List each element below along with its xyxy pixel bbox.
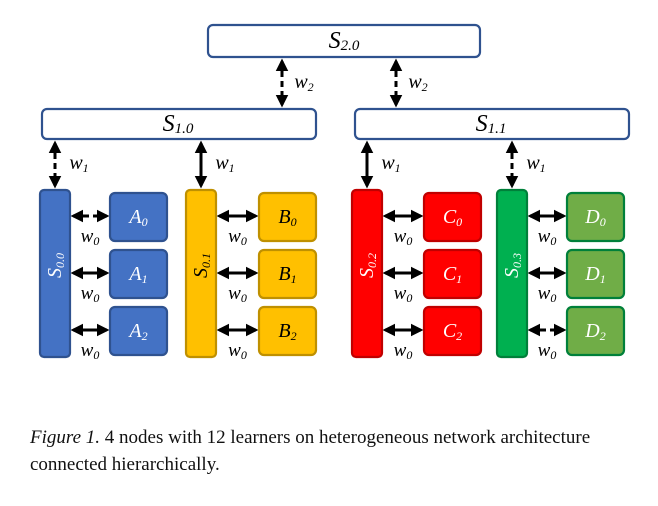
learner-1-0-box <box>257 191 318 243</box>
node-server-2-box <box>350 188 384 359</box>
learner-1-1-label: B1 <box>278 263 296 286</box>
node-server-3-box <box>495 188 529 359</box>
node-server-1-box <box>184 188 218 359</box>
w0-label-3-1: w0 <box>538 283 557 306</box>
w0-label-2-1: w0 <box>394 283 413 306</box>
w1-label-1: w1 <box>215 152 234 175</box>
server-mid-1-box <box>353 107 631 141</box>
learner-3-0-box <box>565 191 626 243</box>
learner-2-0-label: C0 <box>443 206 462 229</box>
learner-0-1-label: A1 <box>127 263 147 286</box>
link-layer <box>48 58 567 337</box>
learner-3-1-label: D1 <box>584 263 605 286</box>
w2-label-0: w2 <box>294 71 313 94</box>
learner-1-2-box <box>257 305 318 357</box>
learner-0-2-label: A2 <box>127 320 147 343</box>
server-s2-0-box <box>206 23 482 59</box>
node-server-0-label: S0.0 <box>44 253 67 278</box>
server-mid-0-box <box>40 107 318 141</box>
w0-label-2-0: w0 <box>394 226 413 249</box>
w0-label-1-1: w0 <box>228 283 247 306</box>
learner-2-2-label: C2 <box>443 320 462 343</box>
figure-caption: Figure 1. 4 nodes with 12 learners on he… <box>30 424 630 478</box>
node-server-2-label: S0.2 <box>356 253 379 278</box>
learner-0-0-label: A0 <box>127 206 147 229</box>
learner-1-1-box <box>257 248 318 300</box>
node-server-3-label: S0.3 <box>501 253 524 278</box>
server-mid-0-label: S1.0 <box>163 111 194 137</box>
w1-label-2: w1 <box>381 152 400 175</box>
w1-label-0: w1 <box>69 152 88 175</box>
learner-0-2-box <box>108 305 169 357</box>
w0-label-2-2: w0 <box>394 340 413 363</box>
learner-3-0-label: D0 <box>584 206 605 229</box>
node-server-1-label: S0.1 <box>190 253 213 278</box>
w2-label-1: w2 <box>408 71 427 94</box>
w0-label-0-1: w0 <box>81 283 100 306</box>
w0-label-3-2: w0 <box>538 340 557 363</box>
learner-1-2-label: B2 <box>278 320 296 343</box>
learner-2-2-box <box>422 305 483 357</box>
box-layer <box>38 23 631 359</box>
w0-label-3-0: w0 <box>538 226 557 249</box>
w0-label-0-2: w0 <box>81 340 100 363</box>
w0-label-1-0: w0 <box>228 226 247 249</box>
w0-label-1-2: w0 <box>228 340 247 363</box>
learner-0-1-box <box>108 248 169 300</box>
learner-0-0-box <box>108 191 169 243</box>
node-server-0-box <box>38 188 72 359</box>
learner-2-1-label: C1 <box>443 263 462 286</box>
learner-1-0-label: B0 <box>278 206 296 229</box>
server-mid-1-label: S1.1 <box>476 111 507 137</box>
caption-text: 4 nodes with 12 learners on heterogeneou… <box>30 427 591 475</box>
learner-3-1-box <box>565 248 626 300</box>
learner-3-2-box <box>565 305 626 357</box>
w1-label-3: w1 <box>526 152 545 175</box>
server-s2-0-label: S2.0 <box>329 28 360 54</box>
w0-label-0-0: w0 <box>81 226 100 249</box>
learner-2-0-box <box>422 191 483 243</box>
learner-2-1-box <box>422 248 483 300</box>
figure-label: Figure 1. <box>30 427 101 448</box>
learner-3-2-label: D2 <box>584 320 605 343</box>
